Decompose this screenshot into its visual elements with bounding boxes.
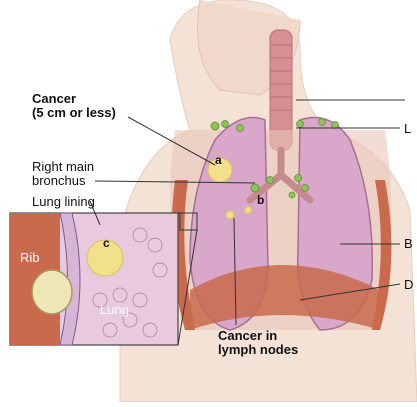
marker-c: c bbox=[103, 236, 110, 250]
inset-label-rib: Rib bbox=[20, 250, 40, 265]
label-cancer-lymph-nodes: Cancer in lymph nodes bbox=[218, 329, 298, 357]
cut-label-mid-right: B bbox=[404, 236, 413, 251]
label-lung-lining: Lung lining bbox=[32, 195, 95, 209]
cut-label-low-right: D bbox=[404, 277, 413, 292]
inset-rib bbox=[32, 270, 72, 314]
cut-label-top-right: L bbox=[404, 121, 411, 136]
marker-b: b bbox=[257, 193, 264, 207]
inset-label-lung: Lung bbox=[100, 302, 129, 317]
label-right-main-bronchus: Right main bronchus bbox=[32, 160, 94, 188]
label-cancer-size: Cancer (5 cm or less) bbox=[32, 92, 116, 120]
marker-a: a bbox=[215, 153, 222, 167]
